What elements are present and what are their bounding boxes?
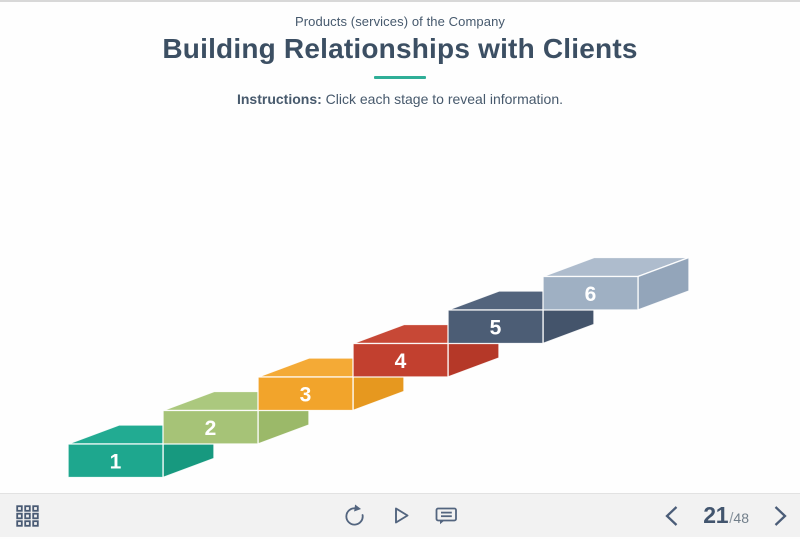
stage-number: 6: [585, 283, 597, 306]
stage-2-front-face[interactable]: [162, 409, 259, 445]
play-icon: [394, 507, 408, 524]
slide-navigation: 21 / 48: [662, 499, 790, 533]
total-slides: 48: [733, 510, 749, 526]
playback-controls: [0, 499, 800, 533]
replay-button[interactable]: [338, 499, 370, 533]
title-underline: [374, 76, 426, 79]
stage-4-front-face[interactable]: [352, 342, 449, 378]
stage-1-front-face[interactable]: [67, 443, 164, 479]
prev-button[interactable]: [662, 499, 681, 533]
notes-button[interactable]: [430, 499, 462, 533]
menu-button[interactable]: [10, 499, 44, 533]
stage-number: 3: [300, 383, 312, 406]
instructions-text: Click each stage to reveal information.: [321, 91, 563, 107]
instructions-label: Instructions:: [236, 91, 322, 107]
current-slide: 21: [703, 502, 729, 528]
slide: Products (services) of the Company Build…: [0, 2, 800, 493]
chevron-right-icon: [774, 505, 787, 526]
stage-number: 5: [490, 316, 502, 339]
stage-6-front-face[interactable]: [542, 275, 639, 311]
stage-6[interactable]: 6: [542, 256, 690, 311]
play-button[interactable]: [384, 499, 416, 533]
next-button[interactable]: [771, 499, 790, 533]
replay-icon: [344, 504, 364, 526]
instructions: Instructions: Click each stage to reveal…: [0, 91, 800, 107]
stage-number: 4: [395, 350, 407, 373]
notes-icon: [435, 507, 457, 525]
slide-counter: 21 / 48: [703, 502, 749, 529]
stage-number: 1: [110, 450, 122, 473]
chevron-left-icon: [665, 505, 678, 526]
counter-separator: /: [729, 510, 734, 527]
stage-3-front-face[interactable]: [257, 376, 354, 412]
slide-header: Products (services) of the Company Build…: [0, 14, 800, 107]
window-top-border: [0, 0, 800, 2]
eyebrow-text: Products (services) of the Company: [294, 14, 506, 29]
player-bar: 21 / 48: [0, 493, 800, 537]
stage-5-front-face[interactable]: [447, 309, 544, 345]
page-title: Building Relationships with Clients: [162, 33, 638, 64]
grid-menu-icon: [15, 504, 39, 527]
stage-number: 2: [205, 417, 217, 440]
